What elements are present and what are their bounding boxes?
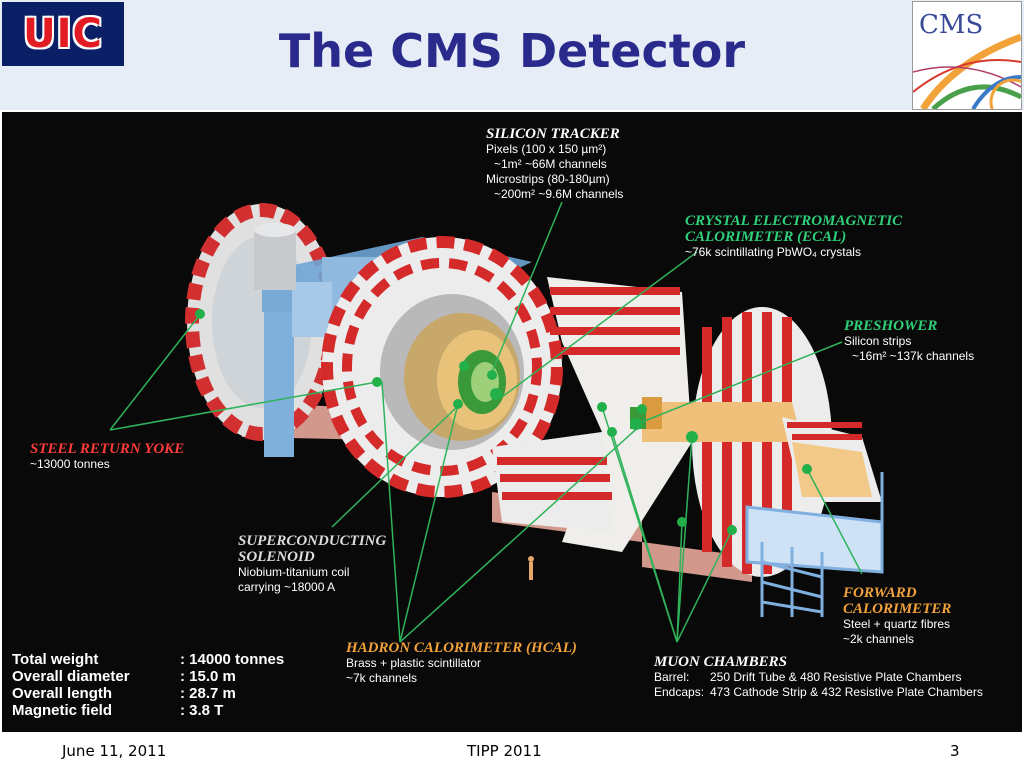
stat-key: Overall diameter — [12, 668, 130, 685]
muon-title: MUON CHAMBERS — [654, 654, 787, 670]
solenoid-line-2: carrying ~18000 A — [238, 580, 336, 594]
forward-line-2: ~2k channels — [843, 632, 915, 646]
footer-page-number: 3 — [950, 742, 960, 760]
stat-key: Overall length — [12, 685, 113, 702]
uic-logo-text: UIC — [23, 11, 103, 57]
forward-line-1: Steel + quartz fibres — [843, 617, 951, 631]
label-steel-return-yoke: STEEL RETURN YOKE ~13000 tonnes — [30, 441, 184, 472]
solenoid-line-1: Niobium-titanium coil — [238, 565, 350, 579]
silicon-tracker-line-2: ~1m² ~66M channels — [494, 157, 607, 171]
label-solenoid: SUPERCONDUCTING SOLENOID Niobium-titaniu… — [238, 533, 386, 595]
label-hcal: HADRON CALORIMETER (HCAL) Brass + plasti… — [346, 640, 577, 686]
stat-key: Magnetic field — [12, 702, 113, 719]
ecal-title-1: CRYSTAL ELECTROMAGNETIC — [685, 213, 903, 229]
silicon-tracker-line-4: ~200m² ~9.6M channels — [494, 187, 624, 201]
ecal-line: ~76k scintillating PbWO₄ crystals — [685, 245, 861, 259]
ecal-title-2: CALORIMETER (ECAL) — [685, 229, 847, 245]
silicon-tracker-line-3: Microstrips (80-180µm) — [486, 172, 610, 186]
cms-logo-graphic — [913, 33, 1021, 109]
label-muon-chambers: MUON CHAMBERS Barrel: 250 Drift Tube & 4… — [654, 654, 983, 700]
hcal-line-2: ~7k channels — [346, 671, 418, 685]
muon-barrel-value: 250 Drift Tube & 480 Resistive Plate Cha… — [710, 670, 962, 684]
muon-endcaps-value: 473 Cathode Strip & 432 Resistive Plate … — [710, 685, 983, 699]
detector-figure: SILICON TRACKER Pixels (100 x 150 µm²) ~… — [2, 112, 1022, 732]
yoke-title: STEEL RETURN YOKE — [30, 441, 185, 457]
solenoid-title-1: SUPERCONDUCTING — [238, 533, 387, 549]
slide-header: UIC The CMS Detector CMS — [0, 0, 1024, 110]
label-preshower: PRESHOWER Silicon strips ~16m² ~137k cha… — [844, 318, 974, 364]
muon-barrel-row: Barrel: 250 Drift Tube & 480 Resistive P… — [654, 670, 983, 685]
preshower-line-2: ~16m² ~137k channels — [852, 349, 975, 363]
muon-barrel-key: Barrel: — [654, 670, 690, 684]
label-forward-calorimeter: FORWARD CALORIMETER Steel + quartz fibre… — [843, 585, 951, 647]
cms-detector-illustration — [109, 201, 884, 643]
footer-event: TIPP 2011 — [467, 742, 542, 760]
preshower-line-1: Silicon strips — [844, 334, 912, 348]
uic-logo: UIC — [2, 2, 124, 66]
stat-row: Total weight : 14000 tonnes — [12, 651, 284, 668]
stat-value: : 28.7 m — [180, 685, 236, 702]
forward-title-2: CALORIMETER — [843, 601, 952, 617]
stat-row: Overall length : 28.7 m — [12, 685, 284, 702]
stat-value: : 14000 tonnes — [180, 651, 285, 668]
muon-endcaps-row: Endcaps: 473 Cathode Strip & 432 Resisti… — [654, 685, 983, 700]
label-ecal: CRYSTAL ELECTROMAGNETIC CALORIMETER (ECA… — [685, 213, 902, 260]
hcal-line-1: Brass + plastic scintillator — [346, 656, 482, 670]
cms-logo: CMS — [912, 1, 1022, 110]
solenoid-title-2: SOLENOID — [238, 549, 315, 565]
stat-row: Overall diameter : 15.0 m — [12, 668, 284, 685]
label-silicon-tracker: SILICON TRACKER Pixels (100 x 150 µm²) ~… — [486, 126, 623, 202]
hcal-title: HADRON CALORIMETER (HCAL) — [346, 640, 577, 656]
silicon-tracker-title: SILICON TRACKER — [486, 126, 620, 142]
stat-value: : 3.8 T — [180, 702, 224, 719]
silicon-tracker-line-1: Pixels (100 x 150 µm²) — [486, 142, 607, 156]
stat-row: Magnetic field : 3.8 T — [12, 702, 284, 719]
forward-title-1: FORWARD — [843, 585, 917, 601]
stat-key: Total weight — [12, 651, 99, 668]
yoke-line: ~13000 tonnes — [30, 457, 110, 471]
stat-value: : 15.0 m — [180, 668, 236, 685]
footer-date: June 11, 2011 — [62, 742, 167, 760]
cms-logo-text: CMS — [919, 10, 984, 40]
muon-endcaps-key: Endcaps: — [654, 685, 705, 699]
preshower-title: PRESHOWER — [844, 318, 938, 334]
detector-stats: Total weight : 14000 tonnes Overall diam… — [12, 651, 284, 719]
slide-title: The CMS Detector — [278, 24, 746, 78]
